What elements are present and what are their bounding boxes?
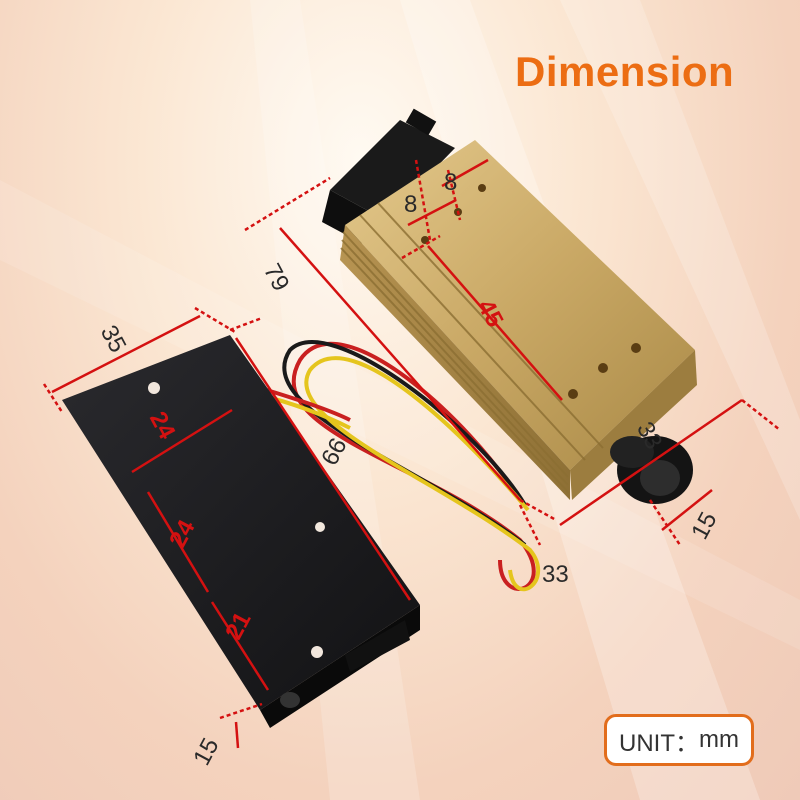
top-hole-4 — [631, 343, 641, 353]
driver-plate — [62, 335, 420, 728]
top-hole-1 — [478, 184, 486, 192]
page-title: Dimension — [515, 48, 735, 95]
laser-module-heatsink — [340, 140, 697, 500]
top-hole-3 — [421, 236, 429, 244]
dimension-lines — [42, 158, 781, 749]
dim-knob-offset: 15 — [686, 508, 722, 544]
unit-label: UNIT： — [619, 729, 699, 757]
plate-hole-1 — [148, 382, 160, 394]
focus-knob — [610, 436, 693, 504]
plate-port — [280, 692, 300, 708]
dim-top-hole-spacing-2: 8 — [444, 169, 457, 196]
plate-hole-3 — [311, 646, 323, 658]
unit-badge: UNIT： mm — [604, 714, 754, 766]
dim-plate-edge-offset: 15 — [188, 734, 224, 770]
dim-plate-width: 35 — [95, 321, 131, 357]
top-hole-5 — [598, 363, 608, 373]
dim-module-length: 79 — [258, 259, 294, 295]
dim-module-width: 33 — [542, 561, 569, 588]
unit-value: mm — [699, 726, 739, 753]
cable-bundle — [259, 340, 541, 592]
top-hole-6 — [568, 389, 578, 399]
plate-hole-2 — [315, 522, 325, 532]
dim-top-hole-spacing-1: 8 — [404, 191, 417, 218]
